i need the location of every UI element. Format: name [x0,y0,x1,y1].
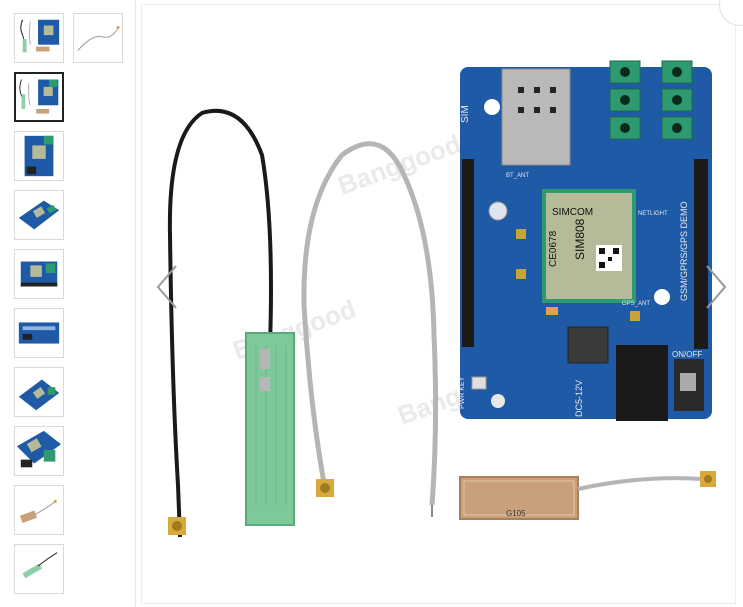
sim-label: SIM [460,105,471,123]
thumbnail-1[interactable] [14,13,64,63]
module-model: SIM808 [573,218,587,260]
thumbnail-5[interactable] [14,190,64,240]
sim808-board: SIM SIMCOM SIM808 CE0678 [459,60,712,421]
thumbnail-3[interactable] [14,72,64,122]
main-product-image: Banggood Banggood Banggood [141,4,736,604]
netlight-label: NETLIGHT [638,211,668,217]
power-label: DC5-12V [574,380,584,417]
thumbnail-rail [0,0,136,607]
gps-patch-antenna: G105 [459,471,716,520]
bt-ant-label: BT_ANT [506,173,529,179]
thumbnail-10[interactable] [14,485,64,535]
chevron-right-icon[interactable] [701,262,731,312]
gps-ant-label: GPS_ANT [622,301,650,307]
thumbnail-11[interactable] [14,544,64,594]
onoff-label: ON/OFF [672,350,702,359]
thumbnail-4[interactable] [14,131,64,181]
thumbnail-8[interactable] [14,367,64,417]
thumbnail-2[interactable] [73,13,123,63]
gps-label: G105 [506,509,526,518]
demo-label: GSM/GPRS/GPS DEMO [679,201,689,301]
pwr-key-label: PWR KEY [459,376,466,409]
module-brand: SIMCOM [552,207,593,218]
thumbnail-6[interactable] [14,249,64,299]
gsm-antenna [167,108,295,538]
chevron-left-icon[interactable] [152,262,182,312]
thumbnail-7[interactable] [14,308,64,358]
ce-mark: CE0678 [548,230,559,267]
thumbnail-9[interactable] [14,426,64,476]
gray-antenna-cable [301,141,439,517]
